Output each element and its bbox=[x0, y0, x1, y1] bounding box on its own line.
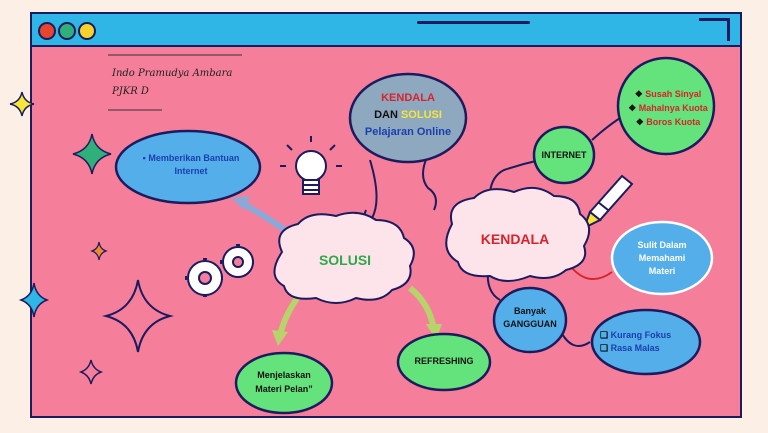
refreshing-text: REFRESHING bbox=[414, 356, 474, 366]
arrow-to-pelan-icon bbox=[277, 292, 303, 337]
internet-bubble bbox=[532, 125, 596, 185]
corner-bracket-icon bbox=[699, 18, 730, 41]
center-pelajaran-text: Pelajaran Online bbox=[364, 126, 452, 138]
center-dan-text: DAN bbox=[374, 109, 398, 121]
author-name: Indo Pramudya Ambara bbox=[112, 68, 233, 79]
pelan-line2: Materi Pelan” bbox=[255, 384, 313, 394]
star-outline-small-icon bbox=[78, 359, 104, 385]
center-solusi-text: SOLUSI bbox=[400, 109, 442, 121]
sulit-line3: Materi bbox=[648, 266, 676, 276]
arrow-to-refreshing-icon bbox=[408, 285, 437, 331]
star-yellow-icon bbox=[9, 91, 35, 117]
star-orange-icon bbox=[90, 241, 108, 261]
gangguan-items-list: ❑ Kurang Fokus ❑ Rasa Malas bbox=[600, 329, 694, 355]
sulit-line2: Memahami bbox=[638, 253, 686, 263]
gangguan-items-bubble bbox=[590, 308, 702, 376]
pelan-line1: Menjelaskan bbox=[257, 370, 311, 380]
center-bubble bbox=[348, 72, 468, 164]
gangguan-bubble bbox=[492, 286, 568, 354]
gangguan-line1: Banyak bbox=[513, 306, 547, 316]
internet-items-bubble bbox=[616, 56, 716, 156]
internet-item: ❖ Mahalnya Kuota bbox=[622, 101, 714, 115]
internet-item-label: Susah Sinyal bbox=[645, 89, 702, 99]
close-dot-icon[interactable] bbox=[38, 22, 56, 40]
refreshing-bubble bbox=[396, 332, 492, 392]
gangguan-item: ❑ Kurang Fokus bbox=[600, 329, 694, 342]
internet-text: INTERNET bbox=[541, 150, 587, 160]
checkbox-bullet-icon: ❑ bbox=[600, 343, 611, 353]
bantuan-bubble bbox=[114, 129, 262, 205]
gears-icon bbox=[185, 244, 254, 297]
star-outline-large-icon bbox=[102, 279, 174, 353]
internet-item: ❖ Boros Kuota bbox=[622, 115, 714, 129]
maximize-dot-icon[interactable] bbox=[78, 22, 96, 40]
sulit-bubble bbox=[610, 220, 714, 296]
solusi-brain bbox=[273, 211, 415, 304]
internet-item-label: Boros Kuota bbox=[646, 117, 701, 127]
lightbulb-icon bbox=[280, 136, 342, 195]
diamond-bullet-icon: ❖ bbox=[628, 103, 639, 113]
pelan-bubble bbox=[234, 351, 334, 415]
sulit-line1: Sulit Dalam bbox=[637, 240, 687, 250]
kendala-brain bbox=[445, 186, 591, 282]
bantuan-text: ▪ Memberikan Bantuan Internet bbox=[128, 152, 254, 178]
internet-item-label: Mahalnya Kuota bbox=[638, 103, 708, 113]
minimize-dot-icon[interactable] bbox=[58, 22, 76, 40]
bullet-icon: ▪ bbox=[142, 153, 149, 163]
center-kendala-text: KENDALA bbox=[381, 92, 435, 104]
diamond-bullet-icon: ❖ bbox=[634, 89, 646, 99]
author-class: PJKR D bbox=[112, 86, 149, 97]
titlebar-line bbox=[417, 21, 530, 24]
kendala-title: KENDALA bbox=[480, 231, 550, 247]
bantuan-label: Memberikan Bantuan Internet bbox=[148, 153, 240, 176]
gangguan-item-label: Kurang Fokus bbox=[610, 330, 672, 340]
window-titlebar bbox=[32, 14, 740, 47]
pencil-icon bbox=[582, 174, 634, 231]
gangguan-line2: GANGGUAN bbox=[503, 319, 557, 329]
arrow-to-bantuan-icon bbox=[238, 199, 290, 235]
star-blue-icon bbox=[18, 282, 50, 318]
center-line2: DAN SOLUSI bbox=[350, 109, 466, 121]
diamond-bullet-icon: ❖ bbox=[635, 117, 647, 127]
star-green-icon bbox=[72, 133, 112, 175]
internet-items-list: ❖ Susah Sinyal ❖ Mahalnya Kuota ❖ Boros … bbox=[622, 87, 714, 129]
solusi-title: SOLUSI bbox=[318, 252, 372, 268]
internet-item: ❖ Susah Sinyal bbox=[622, 87, 714, 101]
checkbox-bullet-icon: ❑ bbox=[600, 330, 611, 340]
gangguan-item: ❑ Rasa Malas bbox=[600, 342, 694, 355]
gangguan-item-label: Rasa Malas bbox=[610, 343, 660, 353]
